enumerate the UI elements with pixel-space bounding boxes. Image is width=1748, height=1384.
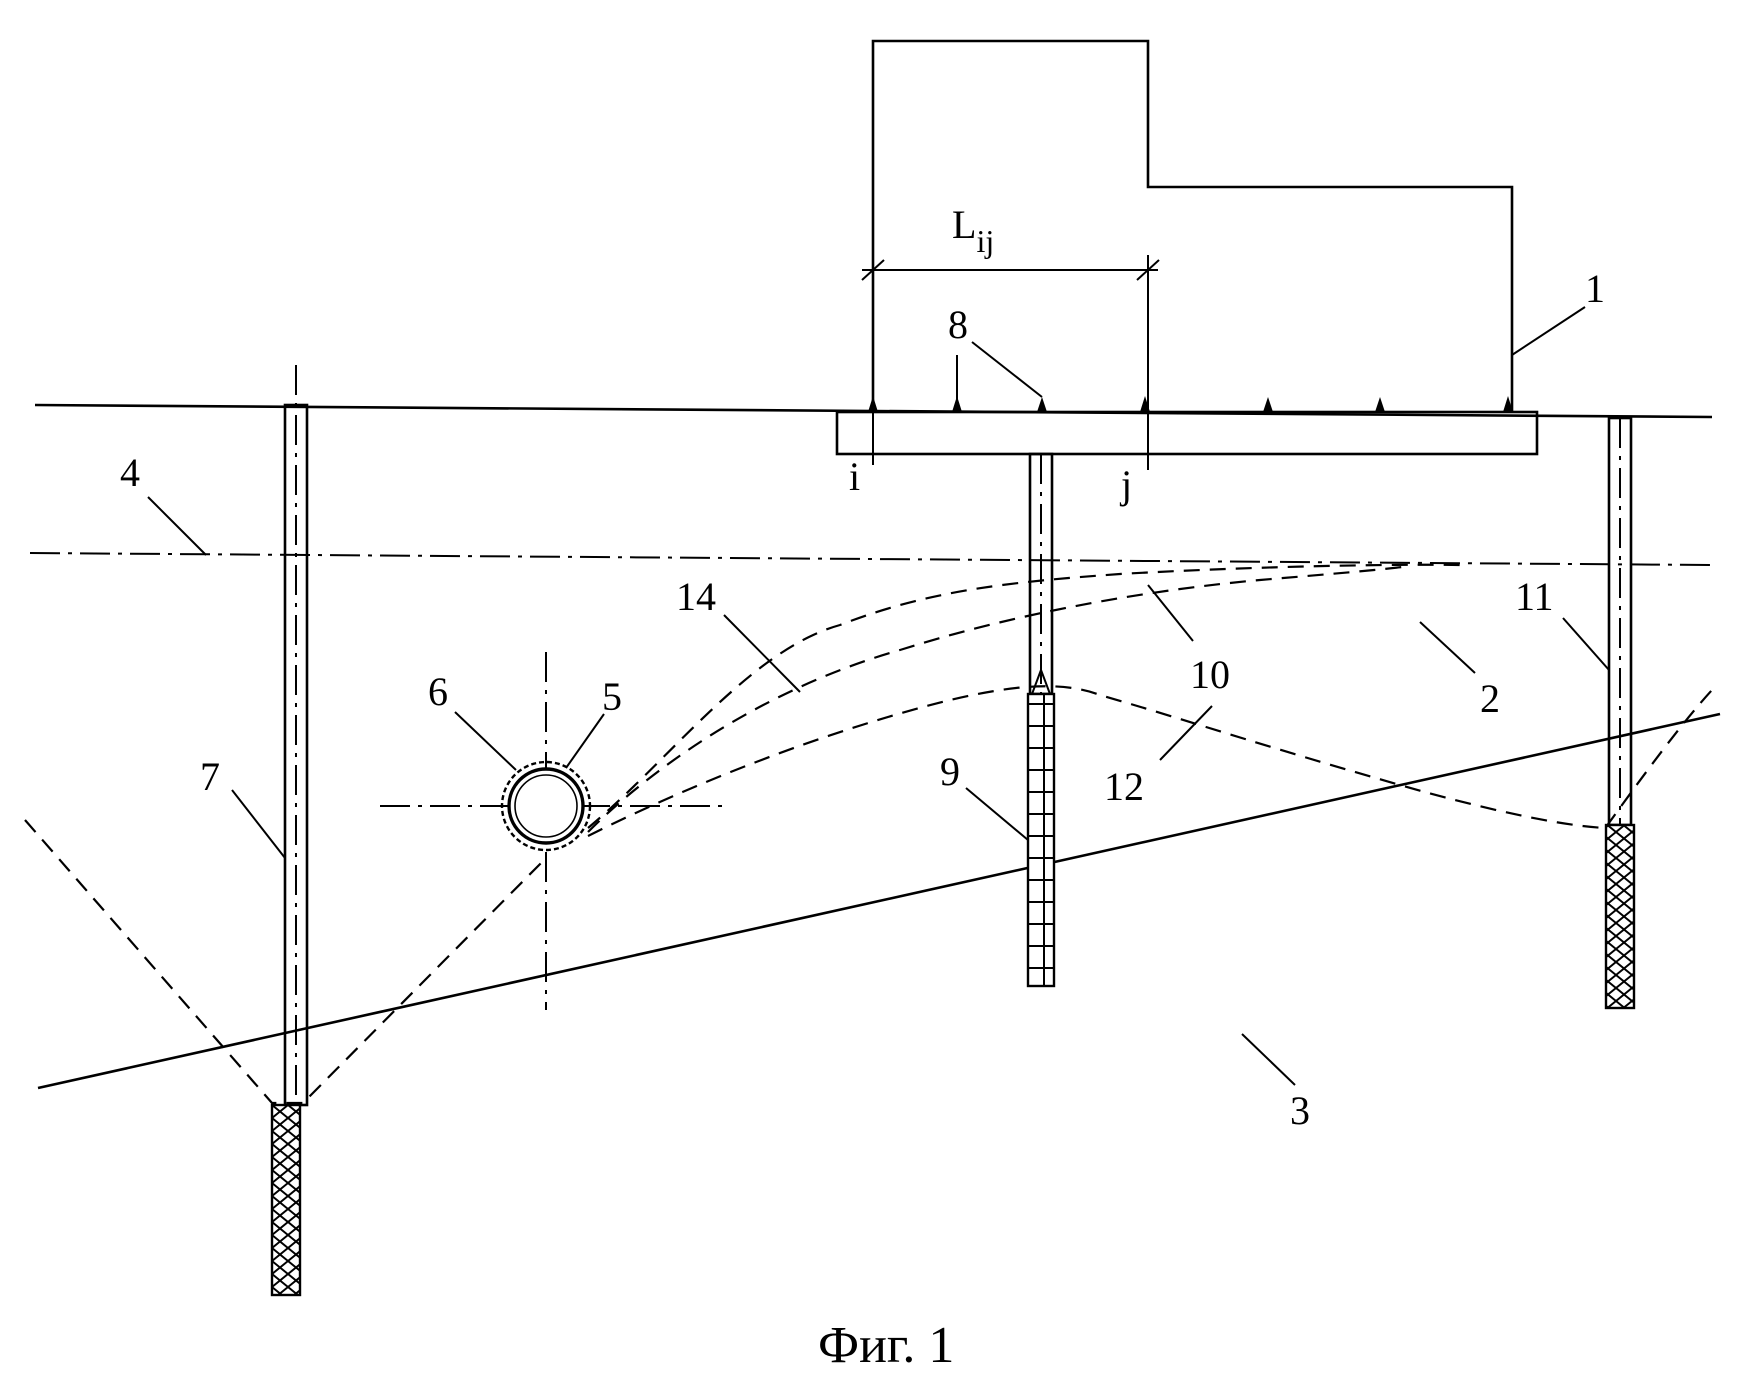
leader-2: [1420, 622, 1475, 673]
label-well-right: 11: [1515, 574, 1554, 619]
curve-12: [588, 686, 1606, 836]
leader-5: [566, 714, 604, 768]
well-center: [1028, 454, 1054, 986]
label-curve-10: 10: [1190, 652, 1230, 697]
leader-1: [1512, 307, 1585, 355]
well-left: [272, 365, 307, 1295]
well-left-filter: [272, 1105, 300, 1295]
mark-3: [1037, 397, 1047, 412]
figure-caption: Фиг. 1: [818, 1317, 954, 1374]
label-well-center: 9: [940, 749, 960, 794]
leader-4: [148, 497, 206, 555]
dimension-subscript: ij: [976, 223, 994, 259]
leader-7: [232, 790, 285, 858]
label-pipe: 5: [602, 674, 622, 719]
label-soil-upper: 2: [1480, 676, 1500, 721]
dimension-label: Lij: [952, 202, 994, 259]
point-i-label: i: [849, 454, 860, 499]
leader-11: [1563, 618, 1609, 670]
curve-14: [588, 565, 1460, 828]
label-soil-lower: 3: [1290, 1088, 1310, 1133]
dimension-lij: [862, 255, 1159, 470]
point-j-label: j: [1119, 462, 1132, 507]
leader-8: [972, 342, 1042, 397]
leader-9: [966, 788, 1028, 840]
soil-boundary-line: [38, 714, 1720, 1088]
well-right: [1606, 418, 1634, 1008]
pipe-body: [509, 769, 583, 843]
foundation-slab: [837, 412, 1537, 454]
groundwater-level-line: [30, 553, 1712, 565]
label-groundwater-level: 4: [120, 450, 140, 495]
label-well-left: 7: [200, 754, 220, 799]
leader-14: [724, 615, 800, 692]
label-curve-14: 14: [676, 574, 716, 619]
leader-10: [1148, 585, 1193, 641]
label-marks: 8: [948, 302, 968, 347]
well-right-filter: [1606, 825, 1634, 1008]
mark-5: [1263, 397, 1273, 412]
cone-right-well: [1606, 690, 1712, 827]
well-center-filter: [1028, 694, 1054, 986]
label-curve-12: 12: [1104, 764, 1144, 809]
leader-3: [1242, 1034, 1295, 1085]
leader-6: [455, 712, 516, 770]
label-building: 1: [1585, 266, 1605, 311]
measurement-marks: [868, 355, 1513, 412]
mark-6: [1375, 397, 1385, 412]
label-pipe-wrap: 6: [428, 669, 448, 714]
